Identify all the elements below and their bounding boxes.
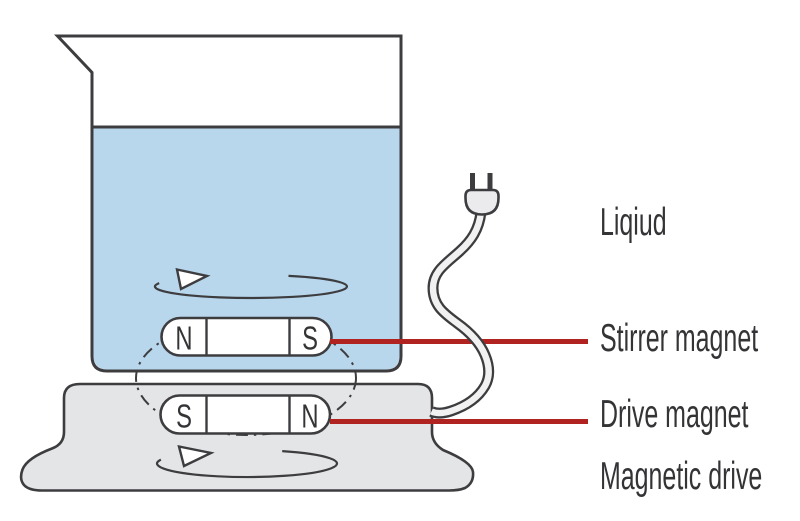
rotation-arrow-top-head xyxy=(175,267,211,291)
drive-magnet-pole-left: S xyxy=(176,397,192,435)
rotation-arrow-bottom-arc xyxy=(155,450,339,479)
label-stirrer-magnet: Stirrer magnet xyxy=(600,317,759,360)
stirrer-magnet-pole-right: S xyxy=(302,319,318,357)
power-plug-icon xyxy=(464,173,500,216)
magnetic-drive-base xyxy=(19,382,475,492)
stirrer-magnet xyxy=(160,316,333,357)
label-drive-magnet: Drive magnet xyxy=(600,393,749,436)
drive-magnet-pole-right: N xyxy=(301,397,319,435)
drive-magnet-body xyxy=(159,394,332,435)
plug-body xyxy=(464,188,500,216)
drive-magnet xyxy=(159,394,332,435)
power-cable xyxy=(427,211,495,419)
rotation-arrow-top-icon xyxy=(153,267,349,300)
liquid-fill xyxy=(93,127,400,370)
rotation-arrow-top-arc xyxy=(153,274,349,300)
stirrer-magnet-pole-left: N xyxy=(175,319,193,357)
rotation-arrow-bottom-head xyxy=(177,444,215,468)
power-cable-inner xyxy=(429,211,492,417)
beaker-outline xyxy=(54,34,403,373)
label-liquid: Liqiud xyxy=(600,201,667,244)
rotation-arrow-bottom-icon xyxy=(155,444,339,479)
label-magnetic-drive: Magnetic drive xyxy=(600,455,763,498)
